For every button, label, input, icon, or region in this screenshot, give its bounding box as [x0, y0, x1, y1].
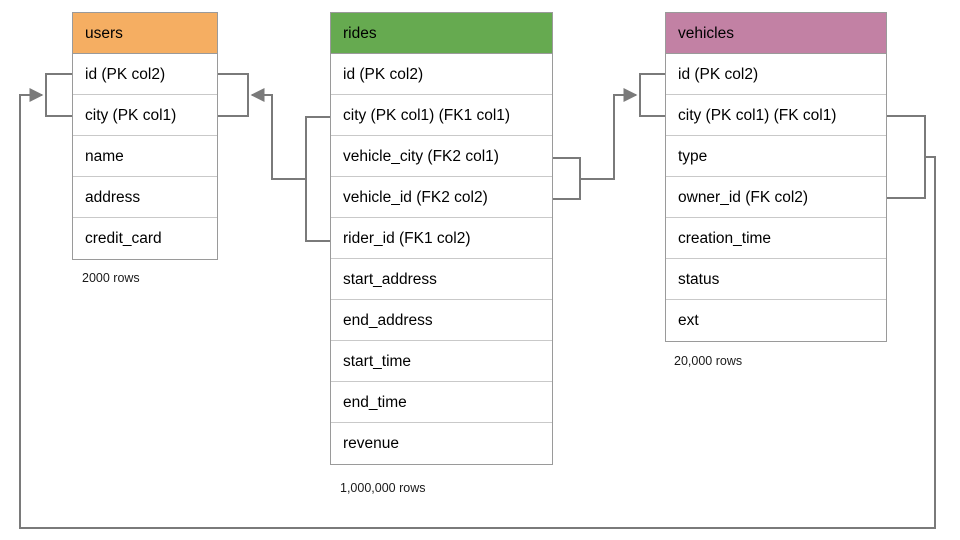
- entity-rides-field-id[interactable]: id (PK col2): [331, 54, 552, 95]
- entity-rides-field-revenue[interactable]: revenue: [331, 423, 552, 464]
- connector-vehicles-right-bracket: [887, 115, 926, 199]
- connector-vehicles-left-bracket: [639, 73, 665, 117]
- entity-users-title: users: [73, 13, 217, 54]
- connector-fk1-rides-to-users: [250, 88, 306, 180]
- entity-users-field-name[interactable]: name: [73, 136, 217, 177]
- entity-users-field-id[interactable]: id (PK col2): [73, 54, 217, 95]
- entity-rides-field-start-address[interactable]: start_address: [331, 259, 552, 300]
- entity-vehicles-field-city[interactable]: city (PK col1) (FK col1): [666, 95, 886, 136]
- entity-rides-field-city[interactable]: city (PK col1) (FK1 col1): [331, 95, 552, 136]
- entity-vehicles[interactable]: vehicles id (PK col2) city (PK col1) (FK…: [665, 12, 887, 342]
- entity-rides-field-vehicle-city[interactable]: vehicle_city (FK2 col1): [331, 136, 552, 177]
- entity-vehicles-row-count: 20,000 rows: [674, 354, 743, 368]
- entity-users-field-city[interactable]: city (PK col1): [73, 95, 217, 136]
- entity-rides-field-start-time[interactable]: start_time: [331, 341, 552, 382]
- connector-fk2-rides-to-vehicles: [580, 88, 638, 180]
- entity-rides-field-end-address[interactable]: end_address: [331, 300, 552, 341]
- entity-vehicles-field-ext[interactable]: ext: [666, 300, 886, 341]
- entity-rides-field-end-time[interactable]: end_time: [331, 382, 552, 423]
- entity-vehicles-field-status[interactable]: status: [666, 259, 886, 300]
- connector-rides-right-bracket: [553, 157, 581, 200]
- entity-vehicles-field-owner-id[interactable]: owner_id (FK col2): [666, 177, 886, 218]
- entity-rides-row-count: 1,000,000 rows: [340, 481, 426, 495]
- entity-users-field-credit-card[interactable]: credit_card: [73, 218, 217, 259]
- entity-vehicles-field-type[interactable]: type: [666, 136, 886, 177]
- entity-vehicles-field-id[interactable]: id (PK col2): [666, 54, 886, 95]
- entity-rides-field-vehicle-id[interactable]: vehicle_id (FK2 col2): [331, 177, 552, 218]
- entity-rides-field-rider-id[interactable]: rider_id (FK1 col2): [331, 218, 552, 259]
- entity-users[interactable]: users id (PK col2) city (PK col1) name a…: [72, 12, 218, 260]
- entity-rides[interactable]: rides id (PK col2) city (PK col1) (FK1 c…: [330, 12, 553, 465]
- entity-rides-title: rides: [331, 13, 552, 54]
- entity-vehicles-title: vehicles: [666, 13, 886, 54]
- entity-users-row-count: 2000 rows: [82, 271, 140, 285]
- connector-users-left-bracket: [45, 73, 72, 117]
- entity-vehicles-field-creation-time[interactable]: creation_time: [666, 218, 886, 259]
- connector-rides-left-bracket: [305, 116, 330, 242]
- entity-users-field-address[interactable]: address: [73, 177, 217, 218]
- connector-users-right-bracket: [218, 73, 249, 117]
